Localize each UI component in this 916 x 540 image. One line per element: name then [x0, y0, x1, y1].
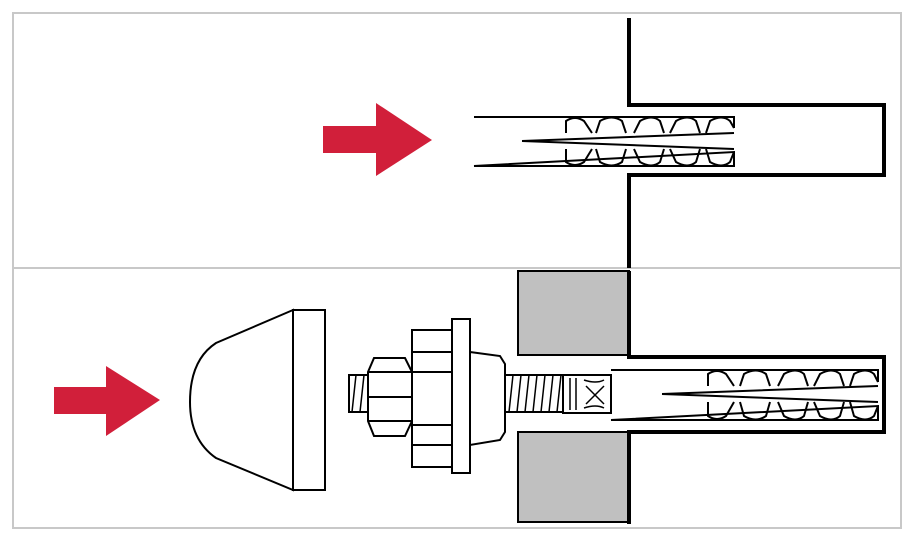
- step-1-panel: [12, 12, 902, 269]
- insert-arrow-icon: [54, 366, 160, 436]
- wall-plug: [610, 369, 879, 421]
- sleeve-anchor: [562, 374, 612, 414]
- insert-arrow-icon: [323, 103, 432, 176]
- washer: [451, 318, 471, 474]
- spacer-block-bottom: [517, 431, 630, 523]
- wall-outline: [627, 18, 886, 268]
- spacer-block-top: [517, 270, 630, 356]
- wall-plug: [473, 116, 735, 167]
- flange-nut: [411, 318, 506, 474]
- hex-nut: [367, 357, 413, 437]
- dome-cap: [188, 308, 326, 492]
- wall-outline: [627, 271, 886, 524]
